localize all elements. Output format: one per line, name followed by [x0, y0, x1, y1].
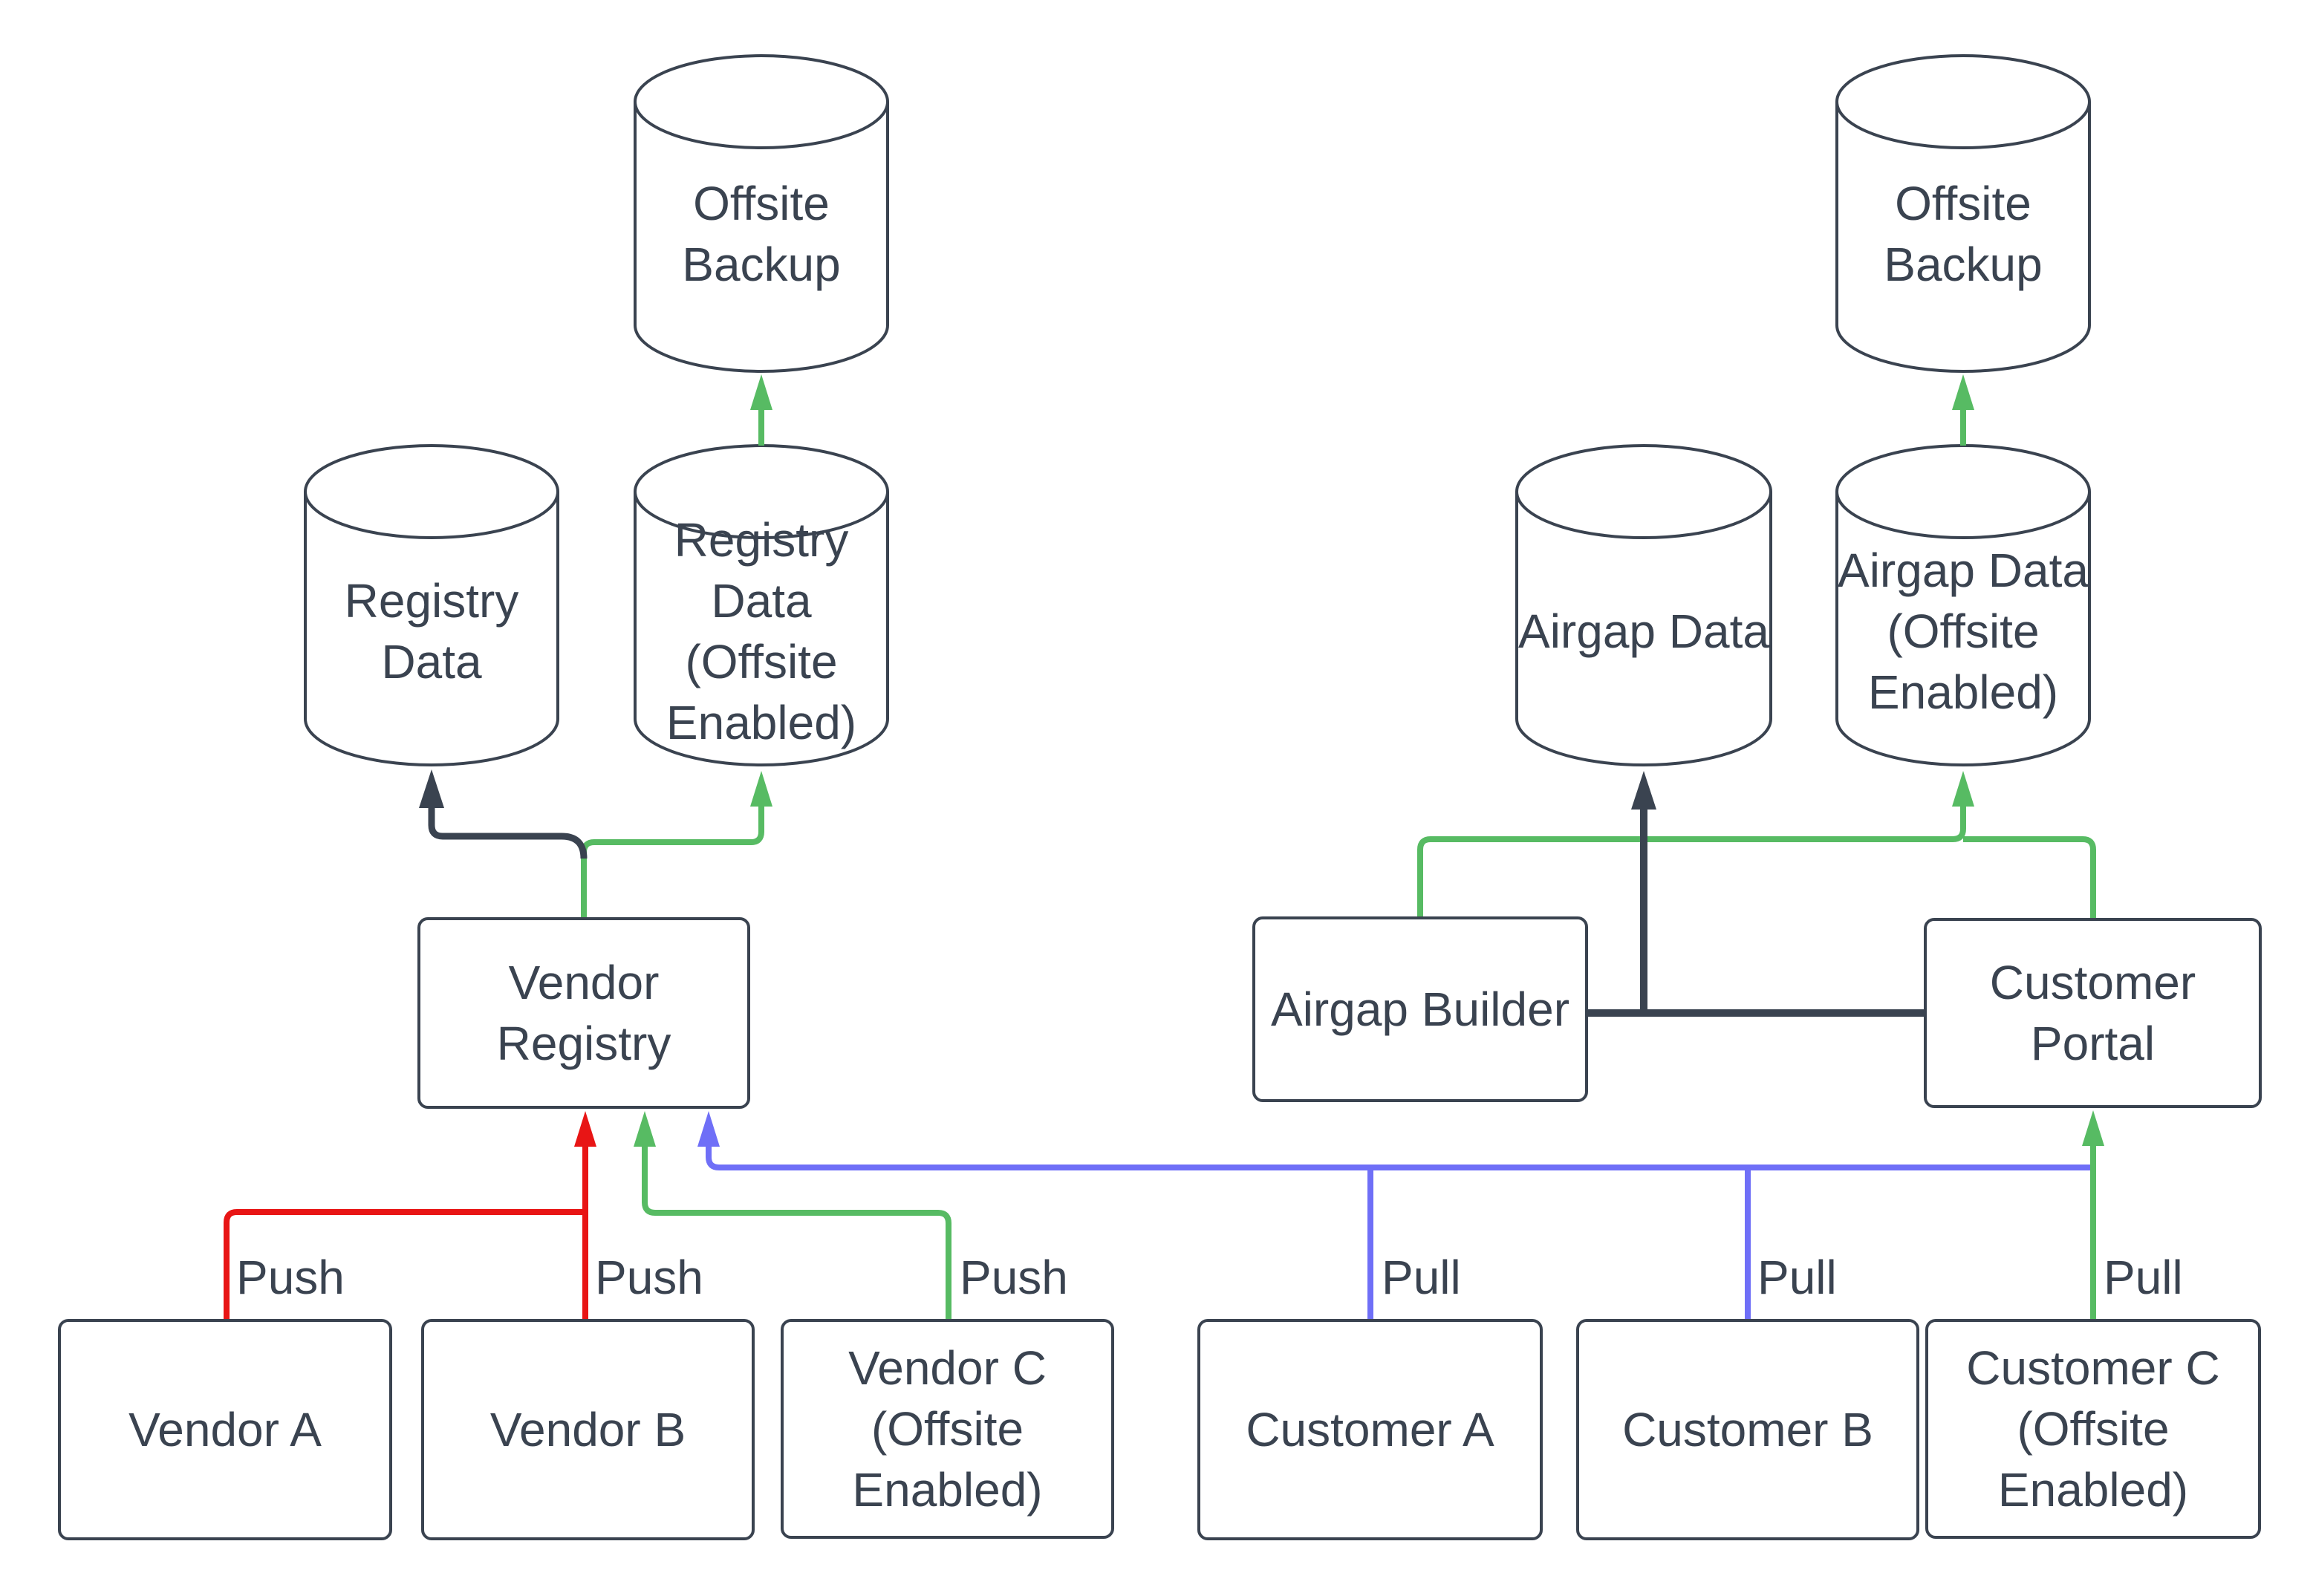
- cylinder-airgap-data-offsite: [1835, 444, 2091, 766]
- cylinder-offsite-backup-left: [634, 54, 889, 373]
- arrowhead-push-green-into-vendor-registry: [634, 1111, 656, 1147]
- edge-label-pull-customer-a: Pull: [1382, 1251, 1461, 1304]
- cylinder-registry-data-offsite: [634, 444, 889, 766]
- edge-label-push-vendor-c: Push: [960, 1251, 1068, 1304]
- node-label: Customer A: [1246, 1403, 1494, 1456]
- node-label: Vendor A: [128, 1403, 322, 1456]
- edge-label-pull-customer-b: Pull: [1757, 1251, 1837, 1304]
- edge-label-pull-customer-c: Pull: [2104, 1251, 2183, 1304]
- node-vendor-a: Vendor A: [58, 1319, 392, 1540]
- node-vendor-c: Vendor C (Offsite Enabled): [781, 1319, 1114, 1539]
- edge-vendors-push-red: [224, 1147, 588, 1319]
- arrowhead-into-offsite-backup-right: [1952, 374, 1974, 410]
- edge-customers-pull-blue: [706, 1147, 2093, 1319]
- node-label: Customer B: [1622, 1403, 1873, 1456]
- arrowhead-into-airgap-data: [1631, 771, 1656, 810]
- node-label: Customer C (Offsite Enabled): [1966, 1341, 2220, 1517]
- cylinder-registry-data: [304, 444, 559, 766]
- node-customer-portal: Customer Portal: [1924, 918, 2262, 1108]
- arrowhead-into-registry-data-offsite: [750, 771, 772, 807]
- node-label: Vendor C (Offsite Enabled): [848, 1341, 1047, 1517]
- node-customer-c: Customer C (Offsite Enabled): [1925, 1319, 2261, 1539]
- node-customer-a: Customer A: [1197, 1319, 1543, 1540]
- edge-label-push-vendor-b: Push: [595, 1251, 703, 1304]
- arrowhead-into-airgap-data-offsite: [1952, 771, 1974, 807]
- node-airgap-builder: Airgap Builder: [1252, 916, 1588, 1102]
- node-label: Vendor B: [489, 1403, 686, 1456]
- edge-vendor-registry-to-registry-data-offsite: [581, 807, 764, 917]
- node-vendor-registry: Vendor Registry: [417, 917, 750, 1109]
- cylinder-airgap-data: [1515, 444, 1772, 766]
- edge-vendor-c-push-green: [642, 1147, 951, 1319]
- node-label: Vendor Registry: [496, 956, 671, 1070]
- node-customer-b: Customer B: [1576, 1319, 1919, 1540]
- arrowhead-into-registry-data: [419, 769, 444, 808]
- edge-builder-portal-dark: [1588, 810, 1924, 1017]
- node-vendor-b: Vendor B: [421, 1319, 755, 1540]
- edge-label-push-vendor-a: Push: [236, 1251, 345, 1304]
- cylinder-offsite-backup-right: [1835, 54, 2091, 373]
- node-label: Airgap Builder: [1271, 983, 1569, 1036]
- arrowhead-into-offsite-backup-left: [750, 374, 772, 410]
- arrowhead-pull-into-customer-portal: [2082, 1110, 2104, 1146]
- arrowhead-pull-into-vendor-registry: [697, 1111, 720, 1147]
- edge-green-rail-right: [1417, 807, 2096, 918]
- node-label: Customer Portal: [1989, 956, 2196, 1070]
- arrowhead-push-red-into-vendor-registry: [574, 1111, 596, 1147]
- edge-vendor-registry-to-registry-data: [428, 808, 588, 859]
